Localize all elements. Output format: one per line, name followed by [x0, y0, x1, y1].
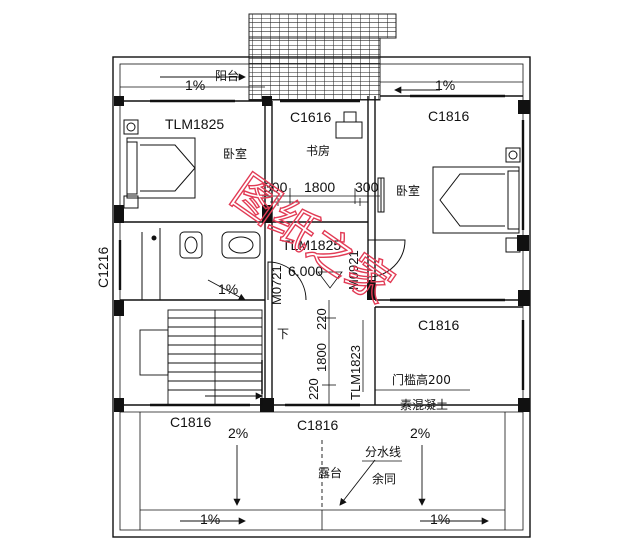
door-tlm1823: TLM1823	[348, 345, 363, 400]
outer-walls	[112, 56, 531, 538]
note-threshold: 门槛高200	[392, 372, 451, 387]
dim-1800-vertical: 1800	[314, 343, 329, 372]
label-terrace: 露台	[318, 465, 342, 480]
dim-1800: 1800	[304, 179, 335, 195]
slope-terrace-left: 2%	[228, 425, 248, 441]
window-c1816-mid: C1816	[418, 317, 459, 333]
label-bedroom-left: 卧室	[223, 146, 247, 161]
door-m0921: M0921	[346, 250, 361, 290]
bathroom-fixtures	[141, 228, 261, 300]
dim-220-bottom: 220	[306, 378, 321, 400]
window-c1616: C1616	[290, 109, 331, 125]
slope-balcony: 1%	[185, 77, 205, 93]
note-divide-line: 分水线	[365, 445, 401, 459]
bed-left	[123, 119, 196, 209]
slope-bottom-left: 1%	[200, 511, 220, 527]
slope-arrows	[160, 73, 489, 525]
columns	[114, 96, 530, 412]
study-desk	[335, 111, 363, 139]
window-c1816-top: C1816	[428, 108, 469, 124]
dim-300-left: 300	[264, 179, 288, 195]
doors	[267, 177, 406, 301]
slope-terrace-right: 2%	[410, 425, 430, 441]
label-balcony: 阳台	[215, 68, 239, 83]
wardrobe	[270, 198, 368, 206]
elevation-6000: 6.000	[288, 263, 323, 279]
window-c1816-bottom-left: C1816	[170, 414, 211, 430]
dim-220-top: 220	[314, 308, 329, 330]
slope-bathroom: 1%	[218, 281, 238, 297]
slope-top-right: 1%	[435, 77, 455, 93]
door-m0721: M0721	[269, 265, 284, 305]
staircase	[139, 309, 263, 406]
note-concrete: 素混凝土	[400, 397, 448, 412]
door-tlm1825-mid: TLM1825	[282, 237, 341, 253]
dim-300-right: 300	[355, 179, 379, 195]
door-tlm1825-top: TLM1825	[165, 116, 224, 132]
label-study: 书房	[306, 143, 330, 158]
dimension-lines	[262, 188, 380, 405]
note-remainder: 余同	[372, 471, 396, 486]
roof-tiles	[248, 13, 397, 101]
label-bedroom-right: 卧室	[396, 183, 420, 198]
slope-bottom-right: 1%	[430, 511, 450, 527]
bed-right	[432, 147, 521, 253]
window-c1816-bottom-mid: C1816	[297, 417, 338, 433]
label-down-stair: 下	[277, 327, 289, 341]
window-c1216: C1216	[95, 247, 111, 288]
